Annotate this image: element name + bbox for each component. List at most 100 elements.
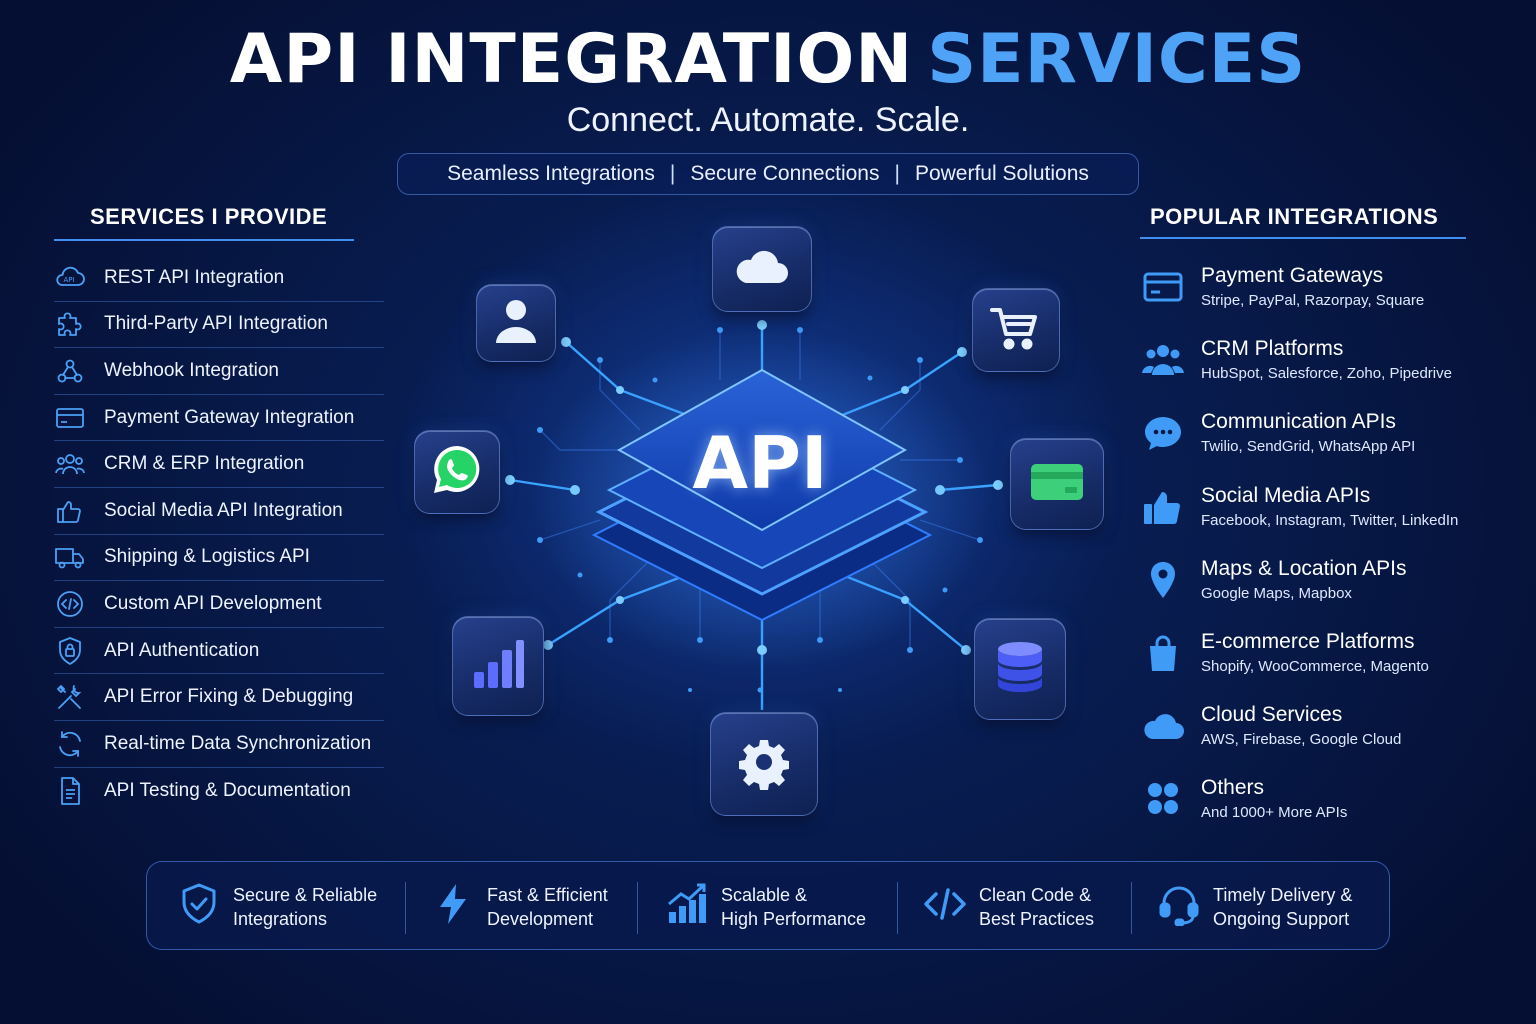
feature-line2: Best Practices — [979, 908, 1095, 929]
grid-dots-icon — [1138, 776, 1188, 822]
whatsapp-icon — [427, 442, 487, 503]
integration-title: Maps & Location APIs — [1201, 556, 1407, 580]
service-label: CRM & ERP Integration — [104, 453, 305, 475]
sync-icon — [54, 729, 92, 759]
service-label: Shipping & Logistics API — [104, 546, 310, 568]
map-pin-icon — [1138, 557, 1188, 603]
service-label: Webhook Integration — [104, 359, 279, 381]
feature-line1: Timely Delivery & — [1213, 884, 1353, 905]
feature-line2: Integrations — [233, 908, 328, 929]
tagline-item: Seamless Integrations — [447, 162, 655, 185]
headset-icon — [1157, 882, 1201, 931]
api-hub-network — [505, 320, 1003, 710]
shopping-cart-icon — [986, 300, 1046, 361]
credit-card-icon — [1027, 454, 1087, 515]
webhook-icon — [54, 356, 92, 386]
list-item: Others And 1000+ More APIs — [1138, 774, 1488, 847]
service-label: Social Media API Integration — [104, 499, 343, 521]
list-item: E-commerce Platforms Shopify, WooCommerc… — [1138, 628, 1488, 701]
cloud-icon — [732, 239, 792, 300]
database-icon — [990, 639, 1050, 700]
list-item: API Testing & Documentation — [54, 768, 384, 815]
tagline-separator: | — [894, 162, 900, 185]
service-label: REST API Integration — [104, 266, 285, 288]
services-heading-underline — [54, 239, 354, 241]
integration-title: Communication APIs — [1201, 410, 1396, 434]
feature-line1: Secure & Reliable — [233, 884, 378, 905]
integration-subtitle: AWS, Firebase, Google Cloud — [1201, 731, 1402, 749]
hub-tile-chart — [452, 616, 544, 716]
feature-divider — [405, 882, 406, 934]
integration-title: CRM Platforms — [1201, 337, 1344, 361]
list-item: CRM & ERP Integration — [54, 441, 384, 488]
hub-tile-cart — [972, 288, 1060, 372]
list-item: Payment Gateway Integration — [54, 395, 384, 442]
thumbs-up-icon — [54, 496, 92, 526]
code-icon — [923, 882, 967, 931]
list-item: Webhook Integration — [54, 348, 384, 395]
list-item: Maps & Location APIs Google Maps, Mapbox — [1138, 555, 1488, 628]
integration-title: Social Media APIs — [1201, 483, 1371, 507]
list-item: API Error Fixing & Debugging — [54, 674, 384, 721]
integrations-list: Payment Gateways Stripe, PayPal, Razorpa… — [1138, 262, 1488, 848]
hub-tile-settings — [710, 712, 818, 816]
api-hub-label: API — [692, 421, 828, 505]
service-label: API Authentication — [104, 639, 260, 661]
tools-icon — [54, 682, 92, 712]
api-cloud-icon: API — [54, 263, 92, 293]
code-icon — [54, 589, 92, 619]
hub-tile-user — [476, 284, 556, 362]
feature-divider — [637, 882, 638, 934]
list-item: Custom API Development — [54, 581, 384, 628]
feature-line2: Ongoing Support — [1213, 908, 1350, 929]
feature-line1: Scalable & — [721, 884, 808, 905]
feature-divider — [897, 882, 898, 934]
integrations-heading-underline — [1140, 237, 1466, 239]
shield-lock-icon — [54, 636, 92, 666]
integration-subtitle: Twilio, SendGrid, WhatsApp API — [1201, 438, 1416, 456]
hub-tile-cloud — [712, 226, 812, 312]
integration-subtitle: Shopify, WooCommerce, Magento — [1201, 657, 1429, 675]
users-icon — [54, 449, 92, 479]
service-label: Payment Gateway Integration — [104, 406, 355, 428]
list-item: Real-time Data Synchronization — [54, 721, 384, 768]
list-item: Shipping & Logistics API — [54, 535, 384, 582]
page-subtitle: Connect. Automate. Scale. — [566, 101, 970, 139]
integration-subtitle: And 1000+ More APIs — [1201, 804, 1348, 822]
title-main: API INTEGRATION — [229, 20, 914, 99]
integrations-heading: POPULAR INTEGRATIONS — [1150, 204, 1439, 229]
list-item: API Authentication — [54, 628, 384, 675]
document-icon — [54, 776, 92, 806]
feature-line2: High Performance — [721, 908, 867, 929]
user-icon — [486, 293, 546, 354]
list-item: Third-Party API Integration — [54, 302, 384, 349]
service-label: API Testing & Documentation — [104, 779, 351, 801]
tagline-item: Powerful Solutions — [914, 162, 1089, 185]
chat-bubble-icon — [1138, 410, 1188, 456]
integration-subtitle: Facebook, Instagram, Twitter, LinkedIn — [1201, 511, 1459, 529]
hub-tile-database — [974, 618, 1066, 720]
list-item: Cloud Services AWS, Firebase, Google Clo… — [1138, 701, 1488, 774]
service-label: API Error Fixing & Debugging — [104, 686, 354, 708]
integration-title: Others — [1201, 776, 1265, 800]
growth-chart-icon — [665, 882, 709, 931]
list-item: API REST API Integration — [54, 255, 384, 302]
tagline-bar: Seamless Integrations | Secure Connectio… — [397, 153, 1139, 195]
credit-card-icon — [54, 403, 92, 433]
feature-line2: Development — [487, 908, 594, 929]
tagline-item: Secure Connections — [690, 162, 880, 185]
hub-tile-card — [1010, 438, 1104, 530]
feature-item: Timely Delivery & Ongoing Support — [1157, 862, 1352, 951]
services-list: API REST API Integration Third-Party API… — [54, 255, 384, 814]
tagline-separator: | — [669, 162, 676, 185]
feature-item: Clean Code &Best Practices — [923, 862, 1094, 951]
truck-icon — [54, 542, 92, 572]
shield-check-icon — [177, 882, 221, 931]
service-label: Third-Party API Integration — [104, 313, 328, 335]
lightning-icon — [431, 882, 475, 931]
list-item: Communication APIs Twilio, SendGrid, Wha… — [1138, 408, 1488, 481]
puzzle-icon — [54, 309, 92, 339]
